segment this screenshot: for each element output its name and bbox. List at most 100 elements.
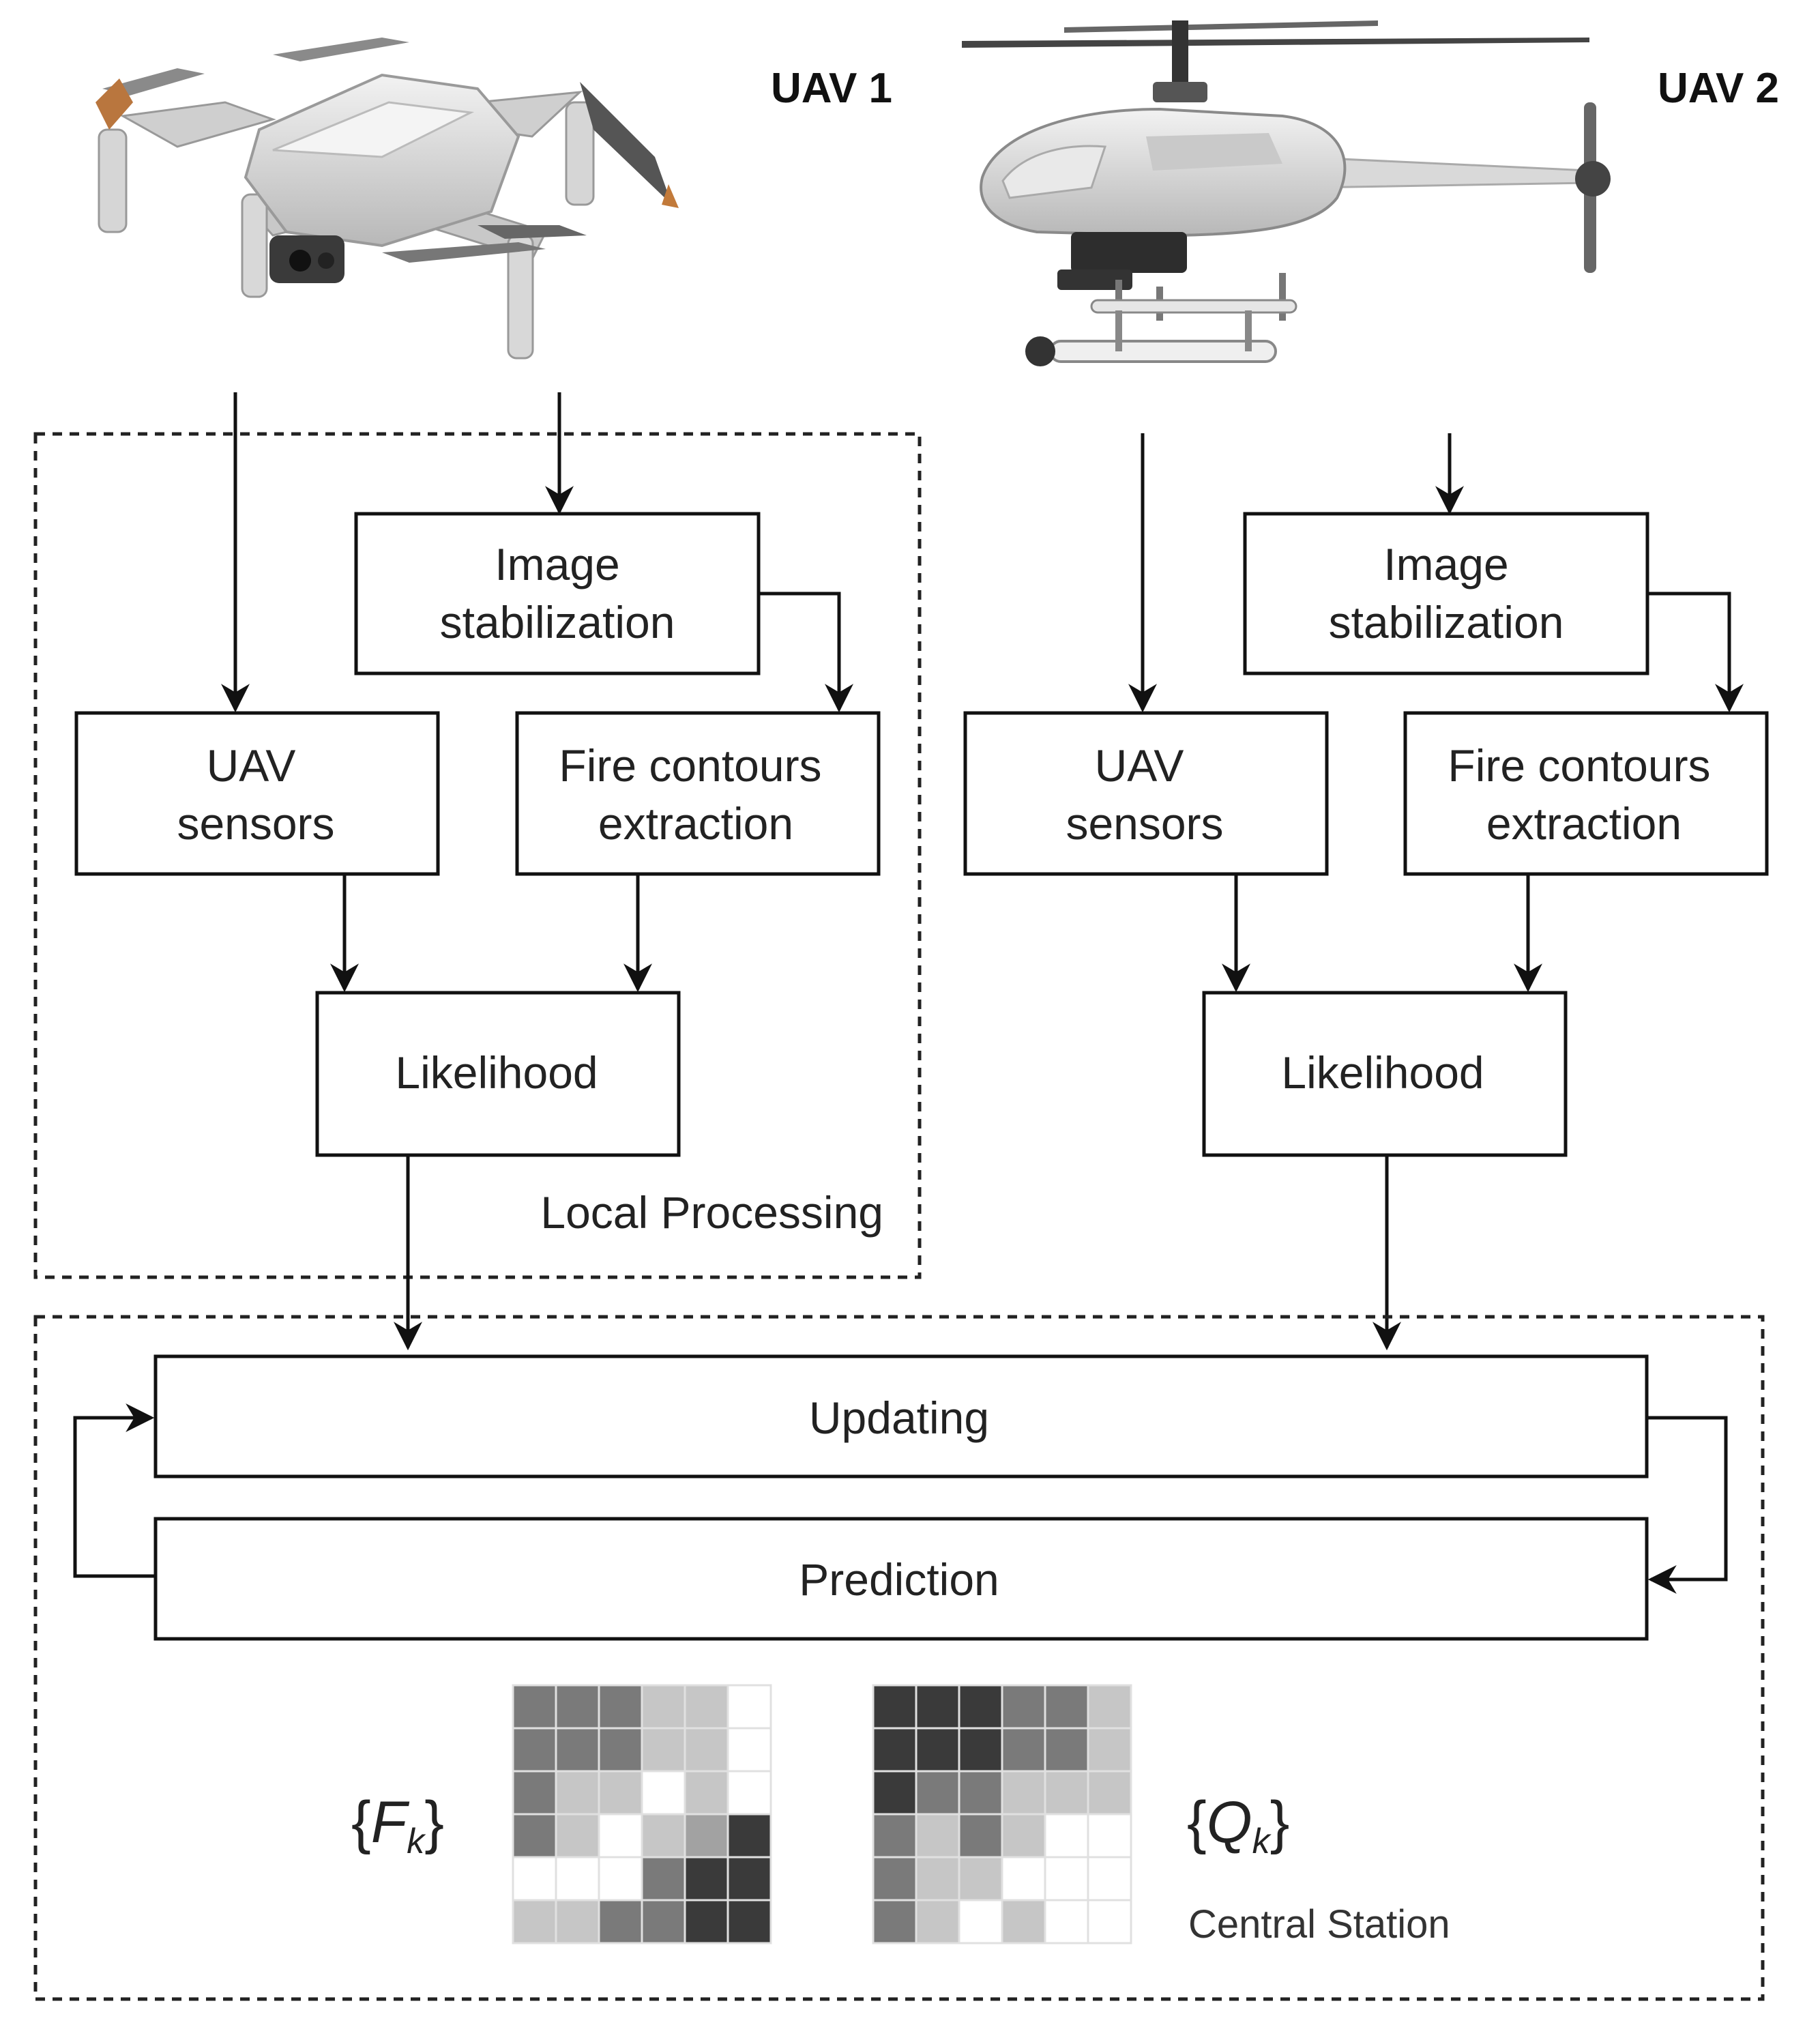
q-grid-cell xyxy=(958,1899,1003,1944)
q-grid-cell xyxy=(1044,1899,1089,1944)
q-grid-cell xyxy=(915,1770,960,1816)
central-station-label: Central Station xyxy=(1188,1902,1450,1947)
f-grid-cell xyxy=(641,1770,686,1816)
q-grid-cell xyxy=(872,1899,918,1944)
f-grid-cell xyxy=(512,1856,557,1902)
f-grid-cell xyxy=(726,1856,772,1902)
q-grid-cell xyxy=(958,1770,1003,1816)
q-grid-cell xyxy=(1087,1684,1132,1730)
uav1-sensors-label-line2: sensors xyxy=(177,798,334,849)
q-close-brace: } xyxy=(1270,1790,1290,1855)
q-subscript: k xyxy=(1252,1822,1272,1861)
q-grid-cell xyxy=(1001,1684,1046,1730)
q-open-brace: { xyxy=(1187,1790,1207,1855)
uav1-fire-label-line2: extraction xyxy=(598,798,793,849)
f-set-label: {Fk} xyxy=(351,1790,444,1861)
f-grid-cell xyxy=(726,1899,772,1944)
q-grid-cell xyxy=(872,1770,918,1816)
q-grid-cell xyxy=(1001,1770,1046,1816)
q-grid-cell xyxy=(958,1684,1003,1730)
f-grid-cell xyxy=(684,1899,729,1944)
f-grid-cell xyxy=(641,1856,686,1902)
f-grid-cell xyxy=(684,1770,729,1816)
f-grid-cell xyxy=(555,1770,600,1816)
arrow-uav1-stabilization-to-fire xyxy=(759,592,853,713)
f-grid-cell xyxy=(598,1770,643,1816)
local-processing-region xyxy=(33,432,922,1279)
f-grid-cell xyxy=(684,1813,729,1859)
arrow-prediction-to-updating xyxy=(73,1403,156,1578)
arrow-updating-to-prediction xyxy=(1647,1416,1728,1594)
q-grid-cell xyxy=(915,1727,960,1773)
updating-label: Updating xyxy=(809,1393,989,1443)
q-grid-cell xyxy=(872,1813,918,1859)
q-grid-cell xyxy=(1001,1727,1046,1773)
q-symbol: Q xyxy=(1207,1790,1252,1855)
f-grid-cell xyxy=(598,1856,643,1902)
f-state-grid xyxy=(512,1684,772,1944)
q-grid-cell xyxy=(1001,1899,1046,1944)
f-grid-cell xyxy=(512,1684,557,1730)
q-grid-cell xyxy=(1001,1813,1046,1859)
f-open-brace: { xyxy=(351,1790,371,1855)
q-grid-cell xyxy=(1044,1813,1089,1859)
uav2-stabilization-label-line2: stabilization xyxy=(1329,597,1564,647)
uav2-sensors-label-line2: sensors xyxy=(1066,798,1223,849)
uav2-likelihood-label: Likelihood xyxy=(1281,1047,1484,1098)
f-grid-cell xyxy=(555,1899,600,1944)
local-processing-label: Local Processing xyxy=(540,1187,883,1238)
uav1-stabilization-box: Image stabilization xyxy=(354,512,761,675)
uav2-sensors-box: UAV sensors xyxy=(963,711,1329,876)
q-set-label: {Qk} xyxy=(1187,1790,1289,1861)
q-grid-cell xyxy=(958,1856,1003,1902)
prediction-label: Prediction xyxy=(799,1554,999,1605)
f-grid-cell xyxy=(555,1856,600,1902)
uav2-fire-label-line2: extraction xyxy=(1486,798,1682,849)
uav1-stabilization-label-line2: stabilization xyxy=(440,597,675,647)
q-grid-cell xyxy=(1087,1813,1132,1859)
f-close-brace: } xyxy=(424,1790,444,1855)
f-grid-cell xyxy=(641,1899,686,1944)
quadcopter-drone-icon xyxy=(96,38,679,360)
f-grid-cell xyxy=(641,1727,686,1773)
uav1-likelihood-box: Likelihood xyxy=(315,991,681,1157)
f-grid-cell xyxy=(512,1899,557,1944)
f-grid-cell xyxy=(726,1684,772,1730)
q-grid-cell xyxy=(1001,1856,1046,1902)
uav2-stabilization-label-line1: Image xyxy=(1383,539,1508,589)
f-grid-cell xyxy=(598,1727,643,1773)
uav2-likelihood-box: Likelihood xyxy=(1202,991,1568,1157)
f-grid-cell xyxy=(641,1813,686,1859)
uav1-likelihood-label: Likelihood xyxy=(395,1047,598,1098)
uav1-sensors-box: UAV sensors xyxy=(74,711,440,876)
f-grid-cell xyxy=(555,1727,600,1773)
f-grid-cell xyxy=(598,1813,643,1859)
q-grid-cell xyxy=(1087,1727,1132,1773)
f-subscript: k xyxy=(407,1822,426,1861)
helicopter-drone-icon xyxy=(962,20,1611,366)
uav2-stabilization-box: Image stabilization xyxy=(1243,512,1649,675)
q-grid-cell xyxy=(1044,1727,1089,1773)
prediction-box: Prediction xyxy=(153,1517,1649,1641)
q-grid-cell xyxy=(872,1727,918,1773)
q-grid-cell xyxy=(1044,1856,1089,1902)
q-grid-cell xyxy=(1087,1899,1132,1944)
f-grid-cell xyxy=(726,1727,772,1773)
q-grid-cell xyxy=(915,1856,960,1902)
q-grid-cell xyxy=(958,1813,1003,1859)
q-grid-cell xyxy=(1044,1684,1089,1730)
uav2-fire-label-line1: Fire contours xyxy=(1448,740,1710,791)
uav2-fire-contours-box: Fire contours extraction xyxy=(1403,711,1769,876)
f-symbol: F xyxy=(371,1790,410,1855)
f-grid-cell xyxy=(512,1770,557,1816)
uav1-fire-label-line1: Fire contours xyxy=(559,740,821,791)
uav1-title: UAV 1 xyxy=(771,65,892,112)
uav2-title: UAV 2 xyxy=(1658,65,1779,112)
f-grid-cell xyxy=(684,1684,729,1730)
q-grid-cell xyxy=(1087,1856,1132,1902)
uav1-fire-contours-box: Fire contours extraction xyxy=(515,711,881,876)
f-grid-cell xyxy=(641,1684,686,1730)
f-grid-cell xyxy=(512,1813,557,1859)
f-grid-cell xyxy=(726,1770,772,1816)
f-grid-cell xyxy=(726,1813,772,1859)
